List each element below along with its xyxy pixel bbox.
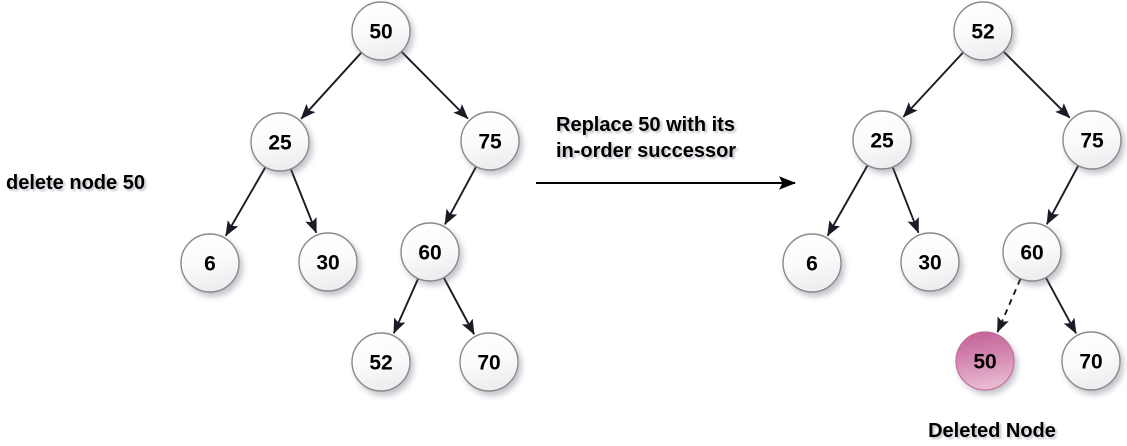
deleted-node-circle	[955, 331, 1015, 391]
tree-node-6-after[interactable]: 6	[782, 233, 842, 293]
edge-50-to-75	[401, 51, 469, 120]
tree-node-50-before[interactable]: 50	[351, 1, 411, 61]
tree-node-52-after[interactable]: 52	[953, 1, 1013, 61]
node-circle	[180, 233, 240, 293]
tree-node-50-after[interactable]: 50	[955, 331, 1015, 391]
node-circle	[250, 112, 310, 172]
tree-nodes: 50 25 75 6 30 60 52 70 52 25 75 6 30 60 50 70	[180, 1, 1122, 392]
node-value-label: 52	[971, 21, 994, 44]
node-value-label: 25	[268, 132, 292, 155]
node-circle	[459, 332, 519, 392]
tree-node-70-before[interactable]: 70	[459, 332, 519, 392]
node-circle	[400, 222, 460, 282]
node-value-label: 25	[870, 130, 894, 153]
node-value-label: 30	[316, 252, 339, 275]
edge-52-to-25	[902, 51, 964, 118]
tree-edges	[224, 51, 1079, 335]
node-value-label: 75	[1080, 130, 1104, 153]
edge-25-to-30	[290, 169, 318, 234]
transition-group: Replace 50 with its in-order successor	[536, 114, 796, 190]
edge-60-to-52	[392, 278, 419, 334]
node-circle	[953, 1, 1013, 61]
tree-node-30-before[interactable]: 30	[298, 232, 358, 292]
node-circle	[852, 110, 912, 170]
transition-label-line2: in-order successor	[556, 140, 736, 162]
node-value-label: 50	[973, 351, 996, 374]
tree-node-30-after[interactable]: 30	[900, 232, 960, 292]
node-value-label: 60	[1020, 242, 1043, 265]
node-circle	[460, 111, 520, 171]
tree-node-25-before[interactable]: 25	[250, 112, 310, 172]
edge-60-to-70	[443, 277, 475, 335]
edge-60-to-50	[996, 278, 1022, 333]
edge-60-to-70	[1045, 277, 1077, 334]
node-value-label: 30	[918, 252, 941, 275]
node-circle	[351, 1, 411, 61]
edge-75-to-60	[444, 166, 477, 225]
node-circle	[351, 332, 411, 392]
transition-label-line1: Replace 50 with its	[556, 114, 735, 136]
tree-node-60-after[interactable]: 60	[1002, 222, 1062, 282]
node-circle	[900, 232, 960, 292]
edge-52-to-75	[1003, 51, 1071, 119]
deleted-node-caption: Deleted Node	[928, 420, 1056, 442]
edge-75-to-60	[1046, 165, 1079, 225]
edge-25-to-30	[891, 167, 920, 234]
tree-node-75-before[interactable]: 75	[460, 111, 520, 171]
node-circle	[298, 232, 358, 292]
node-value-label: 60	[418, 242, 441, 265]
node-value-label: 6	[806, 253, 818, 276]
node-value-label: 50	[369, 21, 392, 44]
node-circle	[1002, 222, 1062, 282]
edge-50-to-25	[300, 52, 362, 120]
node-value-label: 70	[477, 352, 500, 375]
tree-node-70-after[interactable]: 70	[1061, 331, 1121, 391]
tree-node-52-before[interactable]: 52	[351, 332, 411, 392]
tree-node-75-after[interactable]: 75	[1062, 110, 1122, 170]
edge-25-to-6	[826, 165, 869, 237]
node-value-label: 75	[478, 131, 502, 154]
delete-instruction-label: delete node 50	[6, 172, 145, 194]
node-circle	[782, 233, 842, 293]
tree-node-25-after[interactable]: 25	[852, 110, 912, 170]
node-value-label: 70	[1079, 351, 1102, 374]
node-value-label: 6	[204, 253, 216, 276]
edge-25-to-6	[224, 167, 267, 237]
node-circle	[1061, 331, 1121, 391]
node-value-label: 52	[369, 352, 392, 375]
node-circle	[1062, 110, 1122, 170]
tree-node-6-before[interactable]: 6	[180, 233, 240, 293]
tree-node-60-before[interactable]: 60	[400, 222, 460, 282]
